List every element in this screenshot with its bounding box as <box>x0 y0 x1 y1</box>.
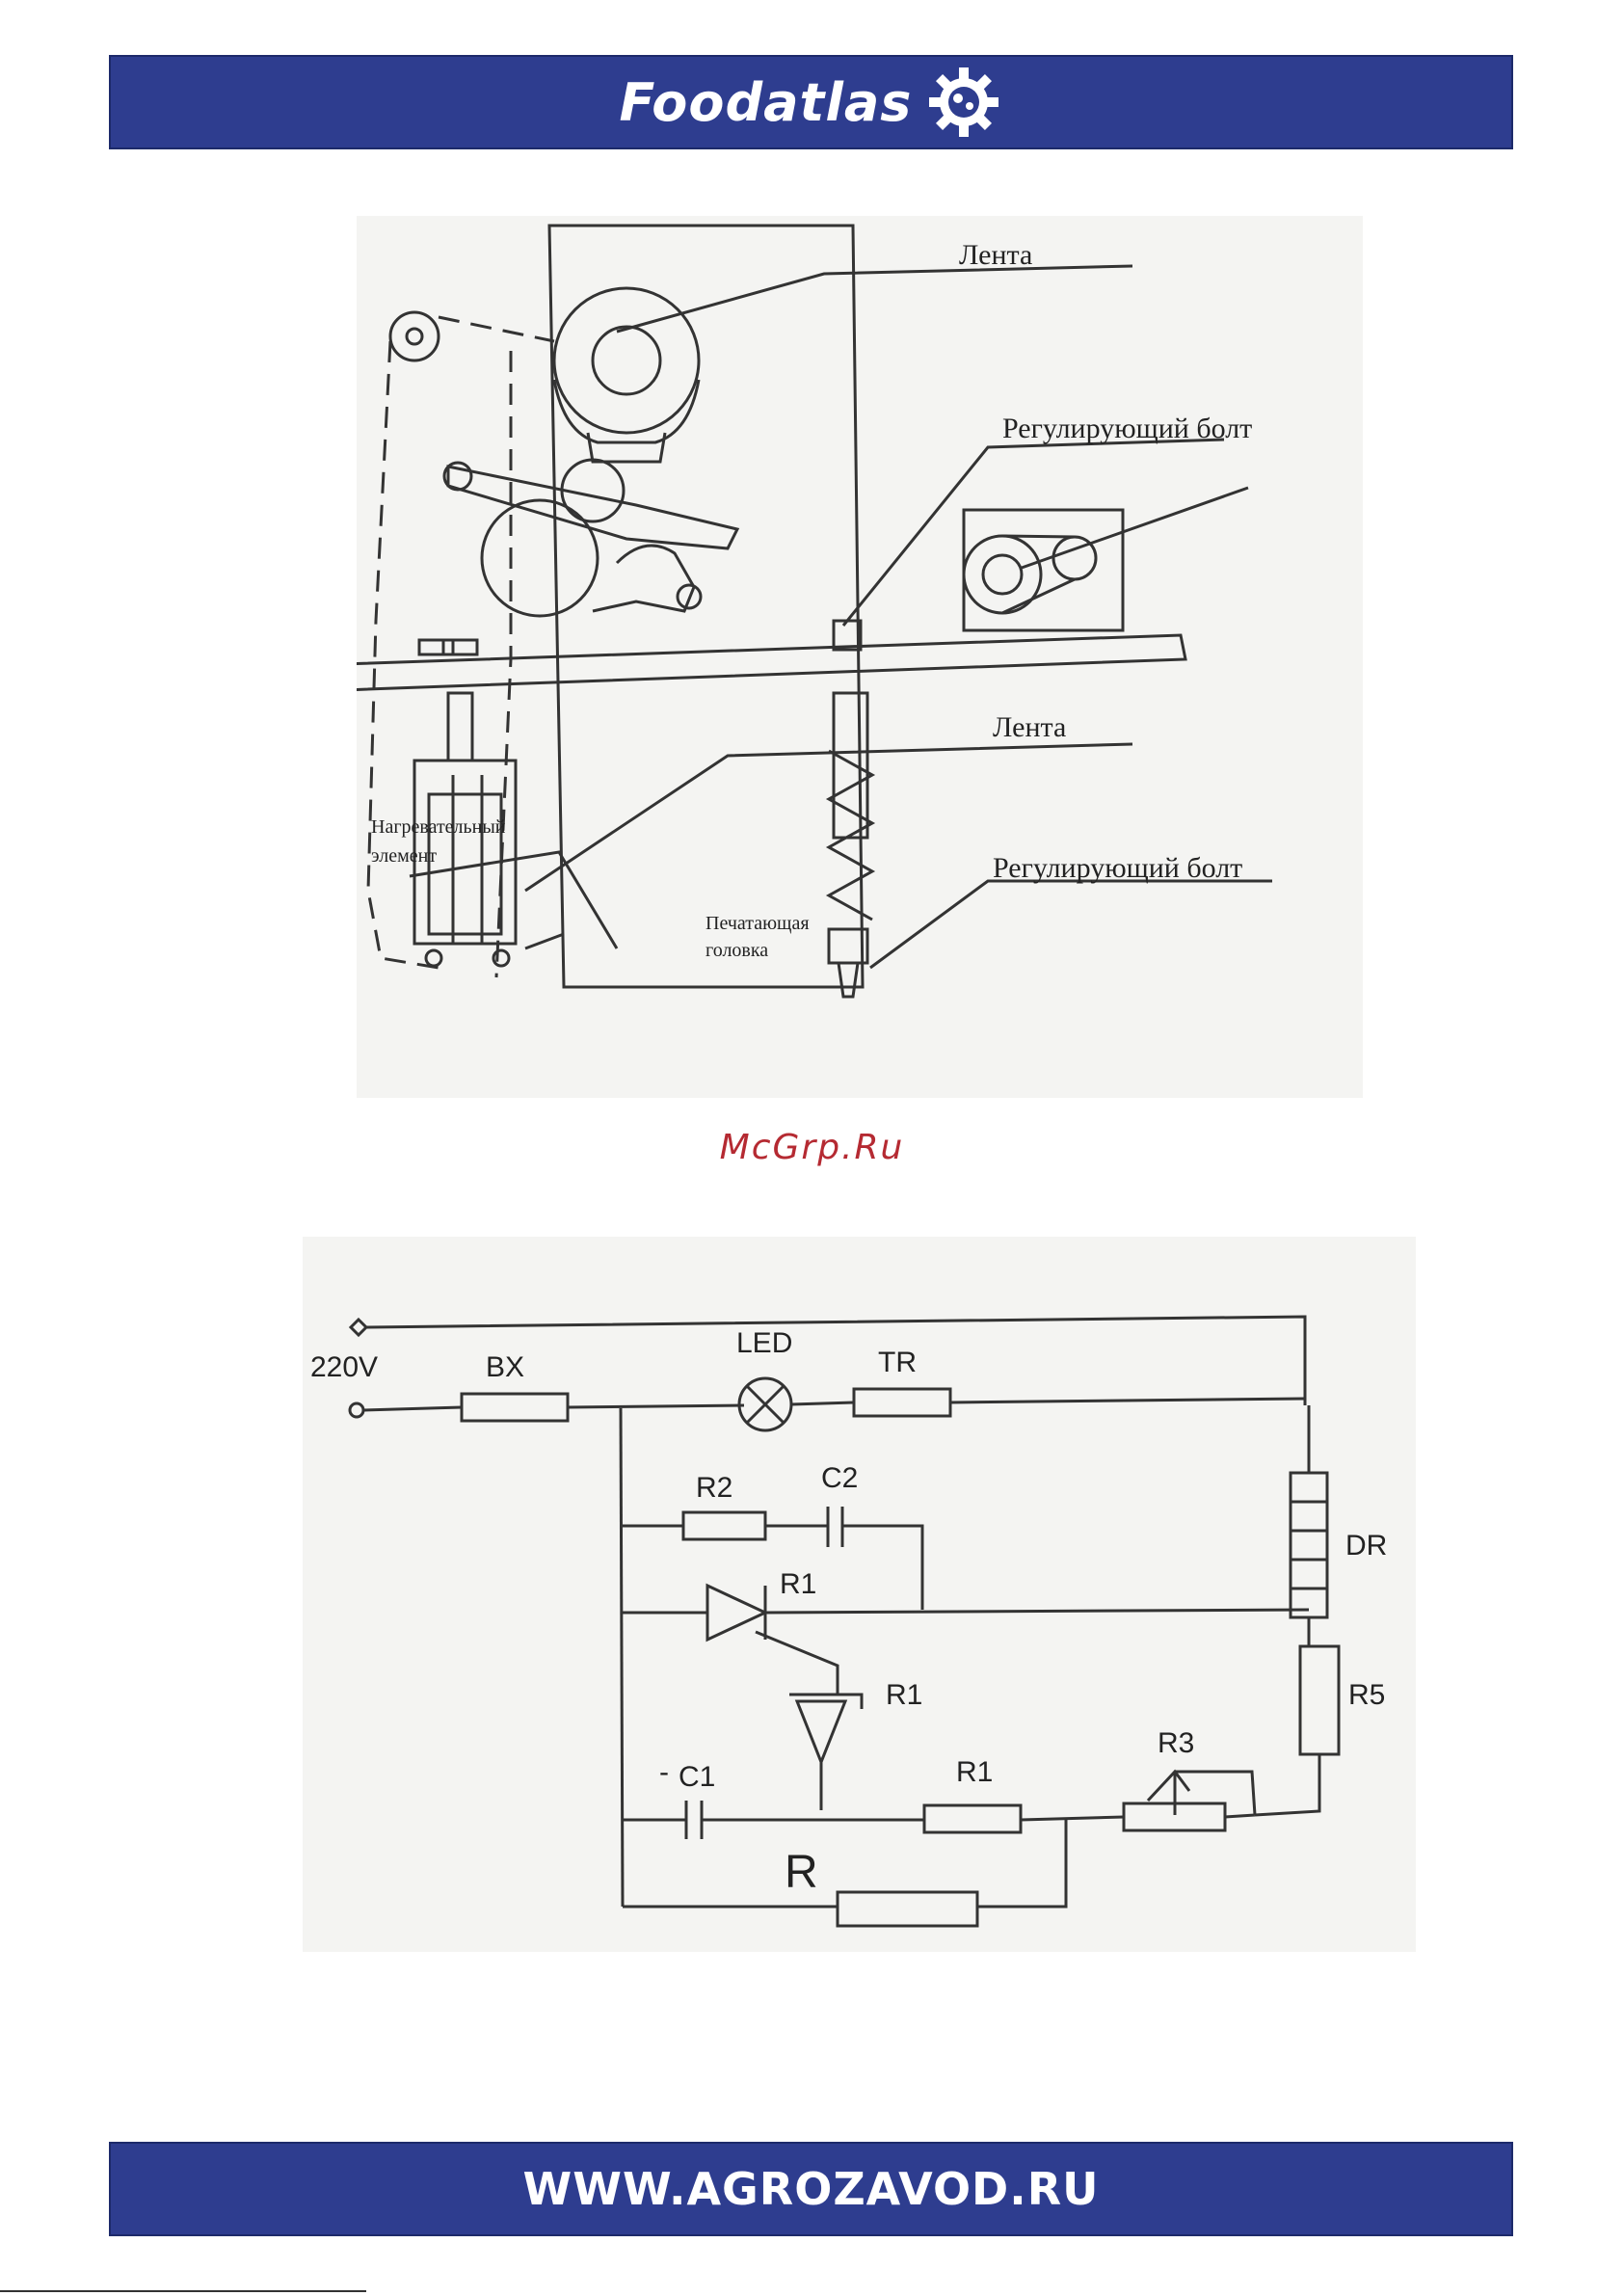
label-heating-element-line1: Нагревательный <box>371 816 506 838</box>
label-r3: R3 <box>1158 1727 1194 1759</box>
label-r1-triac: R1 <box>780 1568 816 1600</box>
label-dr: DR <box>1345 1530 1387 1562</box>
label-print-head-line2: головка <box>706 940 768 961</box>
footer-site-url[interactable]: WWW.AGROZAVOD.RU <box>523 2163 1100 2215</box>
label-c1: C1 <box>679 1761 715 1793</box>
label-tr: TR <box>878 1347 917 1378</box>
label-print-head-line1: Печатающая <box>706 913 810 934</box>
label-adjusting-bolt-top: Регулирующий болт <box>1002 413 1252 444</box>
label-voltage: 220V <box>310 1351 378 1383</box>
label-r1-diode: R1 <box>886 1679 922 1711</box>
label-c2: C2 <box>821 1462 858 1494</box>
label-tape-middle: Лента <box>993 711 1066 743</box>
watermark: McGrp.Ru <box>0 1128 1624 1167</box>
label-adjusting-bolt-bottom: Регулирующий болт <box>993 852 1242 884</box>
label-r1-series: R1 <box>956 1756 993 1788</box>
label-c1-sign: - <box>659 1756 669 1788</box>
footer-banner: WWW.AGROZAVOD.RU <box>109 2142 1513 2236</box>
mechanism-diagram: Лента Регулирующий болт Лента Регулирующ… <box>357 216 1363 1098</box>
circuit-diagram: 220V BX LED TR R2 C2 DR R1 R1 R5 R3 - C1… <box>303 1237 1416 1952</box>
header-banner: Foodatlas <box>109 55 1513 149</box>
label-r2: R2 <box>696 1472 732 1504</box>
label-r: R <box>785 1847 818 1898</box>
label-r5: R5 <box>1348 1679 1385 1711</box>
footer-divider <box>0 2290 366 2292</box>
brand-logo-text: Foodatlas <box>620 72 913 133</box>
label-led: LED <box>736 1327 792 1359</box>
label-bx: BX <box>486 1351 524 1383</box>
label-tape-top: Лента <box>959 239 1032 271</box>
label-heating-element-line2: элемент <box>371 845 437 867</box>
gear-logo-icon <box>925 64 1002 141</box>
